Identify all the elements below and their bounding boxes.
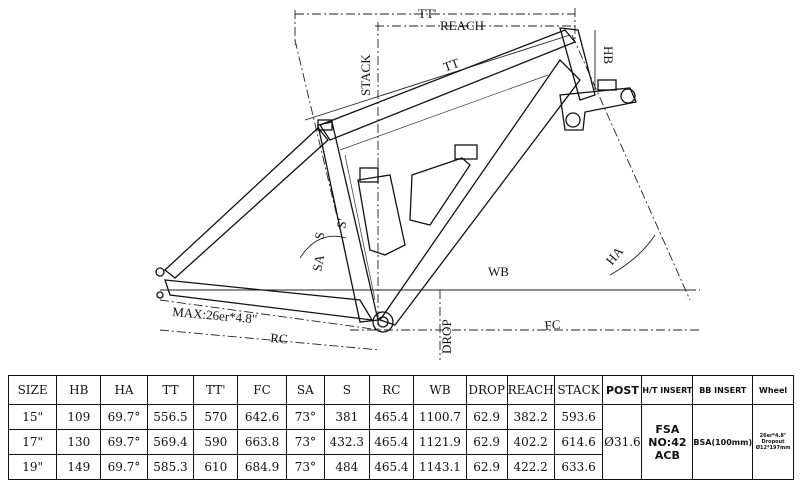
table-cell: 614.6 — [553, 429, 604, 455]
table-cell: 610 — [193, 454, 239, 480]
header-cell: POST — [602, 375, 643, 405]
table-cell: 62.9 — [465, 454, 508, 480]
label-rc: RC — [270, 330, 289, 346]
header-cell: RC — [368, 375, 415, 405]
table-cell: 633.6 — [553, 454, 604, 480]
label-s: S — [311, 231, 327, 241]
table-cell: 465.4 — [368, 404, 415, 430]
label-sa: SA — [309, 253, 327, 273]
header-cell: TT' — [193, 375, 239, 405]
table-cell: 1100.7 — [413, 404, 467, 430]
table-cell: 663.8 — [237, 429, 287, 455]
header-cell: HB — [56, 375, 102, 405]
table-cell: 570 — [193, 404, 239, 430]
table-cell: 62.9 — [465, 404, 508, 430]
table-cell: 1121.9 — [413, 429, 467, 455]
header-cell: Wheel — [752, 375, 794, 405]
table-cell: 15" — [7, 404, 58, 430]
table-cell: 149 — [56, 454, 102, 480]
table-cell: 432.3 — [324, 429, 370, 455]
reference-lines — [159, 8, 700, 360]
label-wb: WB — [488, 264, 509, 279]
table-cell: 130 — [56, 429, 102, 455]
table-cell: 73° — [285, 454, 326, 480]
table-cell: 465.4 — [368, 429, 415, 455]
header-cell: BB INSERT — [692, 375, 754, 405]
table-cell: 402.2 — [506, 429, 555, 455]
wheel-line: 26er*4.8" — [759, 433, 787, 439]
wheel-line: Ø12*197mm — [755, 445, 791, 451]
dimension-arrows — [165, 30, 695, 291]
frame-geometry-diagram: TT' REACH HB TT STACK S S' SA WB HA MAX:… — [155, 6, 700, 360]
table-cell: 590 — [193, 429, 239, 455]
header-cell: H/T INSERT — [641, 375, 694, 405]
header-cell: STACK — [553, 375, 604, 405]
label-reach: REACH — [440, 18, 484, 33]
dimension-labels: TT' REACH HB TT STACK S S' SA WB HA MAX:… — [172, 6, 627, 354]
header-cell: SA — [285, 375, 326, 405]
bb-insert-cell: BSA(100mm) — [692, 404, 754, 480]
table-cell: 556.5 — [146, 404, 195, 430]
label-tt-prime: TT' — [418, 6, 436, 21]
table-cell: 73° — [285, 429, 326, 455]
ht-insert-line: ACB — [654, 448, 680, 462]
label-max-tire: MAX:26er*4.8" — [172, 304, 258, 326]
header-cell: S — [324, 375, 370, 405]
table-cell: 73° — [285, 404, 326, 430]
table-cell: 684.9 — [237, 454, 287, 480]
table-cell: 69.7° — [100, 404, 148, 430]
table-header-row: SIZE HB HA TT TT' FC SA S RC WB DROP REA… — [7, 375, 794, 405]
bike-frame — [155, 27, 596, 333]
table-cell: 422.2 — [506, 454, 555, 480]
post-cell: Ø31.6 — [602, 404, 643, 480]
table-cell: 19" — [7, 454, 58, 480]
ht-insert-cell: FSA NO:42 ACB — [641, 404, 694, 480]
wheel-cell: 26er*4.8" Dropout Ø12*197mm — [752, 404, 794, 480]
table-row: 15" 109 69.7° 556.5 570 642.6 73° 381 46… — [7, 404, 794, 480]
table-cell: 585.3 — [146, 454, 195, 480]
ht-insert-line: NO:42 — [648, 435, 687, 449]
table-cell: 382.2 — [506, 404, 555, 430]
table-cell: 69.7° — [100, 454, 148, 480]
header-cell: TT — [146, 375, 195, 405]
headset — [559, 79, 637, 131]
label-hb: HB — [601, 46, 616, 64]
geometry-spec-table: SIZE HB HA TT TT' FC SA S RC WB DROP REA… — [7, 375, 794, 480]
header-cell: DROP — [465, 375, 508, 405]
table-cell: 1143.1 — [413, 454, 467, 480]
table-cell: 17" — [7, 429, 58, 455]
label-drop: DROP — [439, 319, 454, 354]
header-cell: REACH — [506, 375, 555, 405]
label-ha: HA — [603, 243, 627, 267]
table-cell: 569.4 — [146, 429, 195, 455]
label-s-prime: S' — [333, 217, 349, 229]
table-cell: 69.7° — [100, 429, 148, 455]
wheel-line: Dropout — [761, 439, 785, 445]
label-stack: STACK — [358, 54, 373, 96]
table-cell: 465.4 — [368, 454, 415, 480]
header-cell: SIZE — [7, 375, 58, 405]
table-cell: 593.6 — [553, 404, 604, 430]
water-bottles — [357, 144, 478, 256]
header-cell: HA — [100, 375, 148, 405]
label-tt: TT — [441, 55, 461, 75]
table-cell: 642.6 — [237, 404, 287, 430]
table-row: 17" 130 69.7° 569.4 590 663.8 73° 432.3 … — [7, 429, 794, 455]
table-cell: 62.9 — [465, 429, 508, 455]
label-fc: FC — [544, 317, 561, 333]
table-cell: 484 — [324, 454, 370, 480]
table-row: 19" 149 69.7° 585.3 610 684.9 73° 484 46… — [7, 454, 794, 480]
ht-insert-line: FSA — [655, 422, 680, 436]
header-cell: WB — [413, 375, 467, 405]
header-cell: FC — [237, 375, 287, 405]
table-cell: 381 — [324, 404, 370, 430]
table-cell: 109 — [56, 404, 102, 430]
